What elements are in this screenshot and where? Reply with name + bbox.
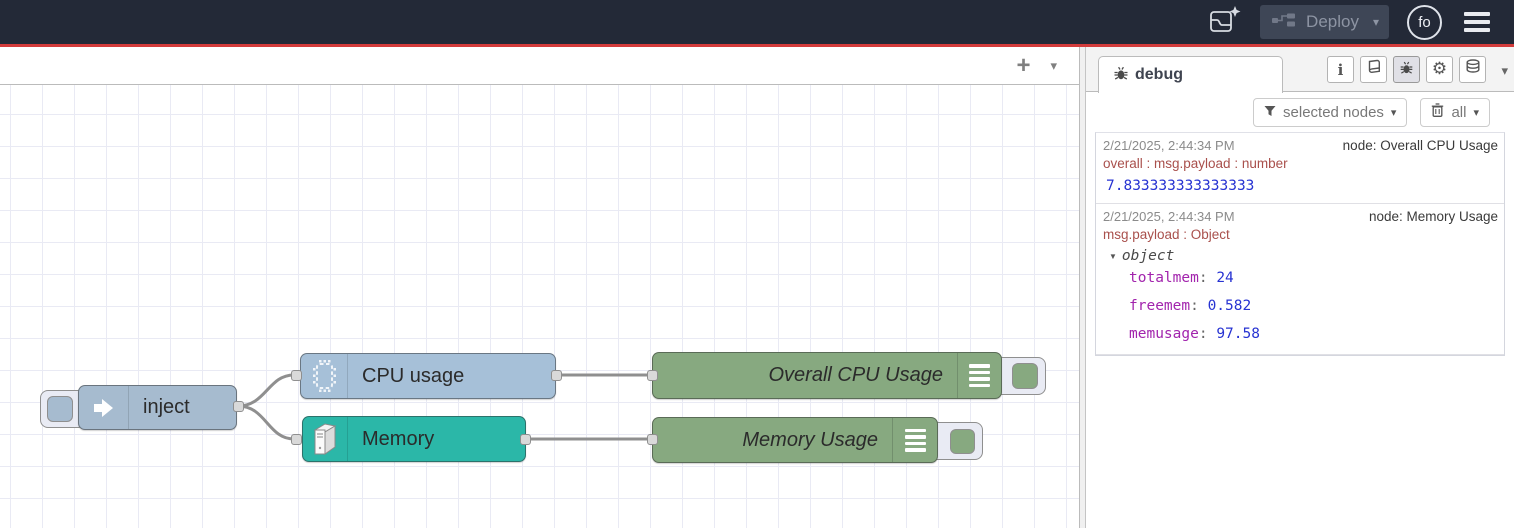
clear-label: all xyxy=(1451,103,1467,121)
object-property[interactable]: memusage: 97.58 xyxy=(1129,326,1260,342)
sidebar-tab-buttons: i xyxy=(1327,56,1486,83)
user-avatar[interactable]: fo xyxy=(1407,4,1442,40)
object-property[interactable]: totalmem: 24 xyxy=(1129,270,1234,286)
object-property[interactable]: freemem: 0.582 xyxy=(1129,298,1252,314)
sidebar-menu-chevron-icon[interactable]: ▾ xyxy=(1501,63,1508,78)
port-cpu-output[interactable] xyxy=(551,370,562,381)
node-label: Overall CPU Usage xyxy=(768,364,943,386)
debug-tab-button[interactable] xyxy=(1393,56,1420,83)
funnel-icon xyxy=(1264,104,1276,121)
node-label: Memory xyxy=(362,427,435,450)
deploy-label: Deploy xyxy=(1306,12,1359,31)
debug-lines-icon xyxy=(957,353,1001,398)
node-memory[interactable]: Memory xyxy=(302,416,526,462)
flow-list-chevron-icon[interactable]: ▾ xyxy=(1050,57,1057,73)
main-menu-button[interactable] xyxy=(1460,8,1494,36)
wire-inject-cpu[interactable] xyxy=(236,373,296,408)
workspace-column: + ▾ xyxy=(0,47,1080,528)
bug-icon xyxy=(1113,65,1129,86)
sidebar-resize-handle[interactable] xyxy=(1080,47,1086,528)
message-meta: overall : msg.payload : number xyxy=(1103,156,1288,171)
hamburger-icon xyxy=(1464,12,1490,16)
computer-tower-icon xyxy=(303,417,348,461)
node-label: CPU usage xyxy=(362,364,465,387)
main-area: + ▾ xyxy=(0,47,1514,528)
bug-icon xyxy=(1399,60,1414,80)
deploy-button[interactable]: Deploy ▾ xyxy=(1260,5,1389,39)
chevron-down-icon: ▾ xyxy=(1390,106,1397,119)
port-memory-input[interactable] xyxy=(291,434,302,445)
node-debug-overall-cpu[interactable]: Overall CPU Usage xyxy=(652,352,1002,399)
node-cpu-usage[interactable]: CPU usage xyxy=(300,353,556,399)
message-meta: msg.payload : Object xyxy=(1103,227,1230,242)
node-label: Memory Usage xyxy=(742,428,878,451)
gear-icon: ⚙ xyxy=(1431,59,1448,79)
workspace-tabbar: + ▾ xyxy=(0,47,1079,85)
debug-message[interactable]: 2/21/2025, 2:44:34 PM node: Overall CPU … xyxy=(1096,133,1504,204)
message-source-node[interactable]: node: Overall CPU Usage xyxy=(1342,138,1498,153)
filter-label: selected nodes xyxy=(1283,103,1384,121)
inject-arrow-icon xyxy=(79,386,129,429)
message-source-node[interactable]: node: Memory Usage xyxy=(1368,209,1498,224)
port-inject-output[interactable] xyxy=(233,401,244,412)
info-icon: i xyxy=(1337,60,1344,79)
book-icon xyxy=(1366,59,1382,80)
chevron-down-icon: ▾ xyxy=(1473,106,1479,119)
tab-debug-label: debug xyxy=(1135,66,1183,83)
object-expander[interactable]: ▼ object xyxy=(1109,248,1498,264)
message-timestamp: 2/21/2025, 2:44:34 PM xyxy=(1103,138,1235,153)
debug-message-list: 2/21/2025, 2:44:34 PM node: Overall CPU … xyxy=(1095,132,1505,356)
avatar-initials: fo xyxy=(1418,13,1431,31)
wire-inject-memory[interactable] xyxy=(236,404,296,441)
port-overall-input[interactable] xyxy=(647,370,658,381)
debug-sidebar: debug i xyxy=(1086,47,1514,528)
add-flow-button[interactable]: + xyxy=(1016,51,1031,79)
assistant-icon xyxy=(1209,5,1241,39)
deploy-icon xyxy=(1272,12,1296,33)
node-inject[interactable]: inject xyxy=(78,385,237,430)
debug-lines-icon xyxy=(892,418,937,462)
message-timestamp: 2/21/2025, 2:44:34 PM xyxy=(1103,209,1235,224)
deploy-chevron-icon[interactable]: ▾ xyxy=(1372,15,1379,29)
info-tab-button[interactable]: i xyxy=(1327,56,1354,83)
sidebar-tabbar: debug i xyxy=(1086,47,1514,93)
collapse-triangle-icon: ▼ xyxy=(1109,251,1117,261)
header: Deploy ▾ fo xyxy=(0,0,1514,47)
debug-toggle-memory-usage[interactable] xyxy=(930,422,983,460)
port-memory-output[interactable] xyxy=(520,434,531,445)
cpu-chip-icon xyxy=(301,354,348,398)
tab-debug[interactable]: debug xyxy=(1098,56,1283,93)
wires xyxy=(236,373,652,441)
object-label: object xyxy=(1121,248,1175,264)
help-tab-button[interactable] xyxy=(1360,56,1387,83)
database-icon xyxy=(1465,59,1481,80)
port-cpu-input[interactable] xyxy=(291,370,302,381)
node-debug-memory-usage[interactable]: Memory Usage xyxy=(652,417,938,463)
port-memusage-input[interactable] xyxy=(647,434,658,445)
assistant-button[interactable] xyxy=(1208,5,1242,39)
clear-messages-button[interactable]: all ▾ xyxy=(1420,97,1490,127)
message-value[interactable]: 7.833333333333333 xyxy=(1106,178,1255,194)
filter-button[interactable]: selected nodes ▾ xyxy=(1253,97,1408,127)
flow-canvas[interactable]: inject xyxy=(0,85,1079,528)
context-tab-button[interactable] xyxy=(1459,56,1486,83)
debug-toolbar: selected nodes ▾ all ▾ xyxy=(1086,92,1514,132)
trash-icon xyxy=(1431,103,1444,121)
debug-message[interactable]: 2/21/2025, 2:44:34 PM node: Memory Usage… xyxy=(1096,204,1504,355)
config-tab-button[interactable]: ⚙ xyxy=(1426,56,1453,83)
node-label: inject xyxy=(143,396,190,418)
